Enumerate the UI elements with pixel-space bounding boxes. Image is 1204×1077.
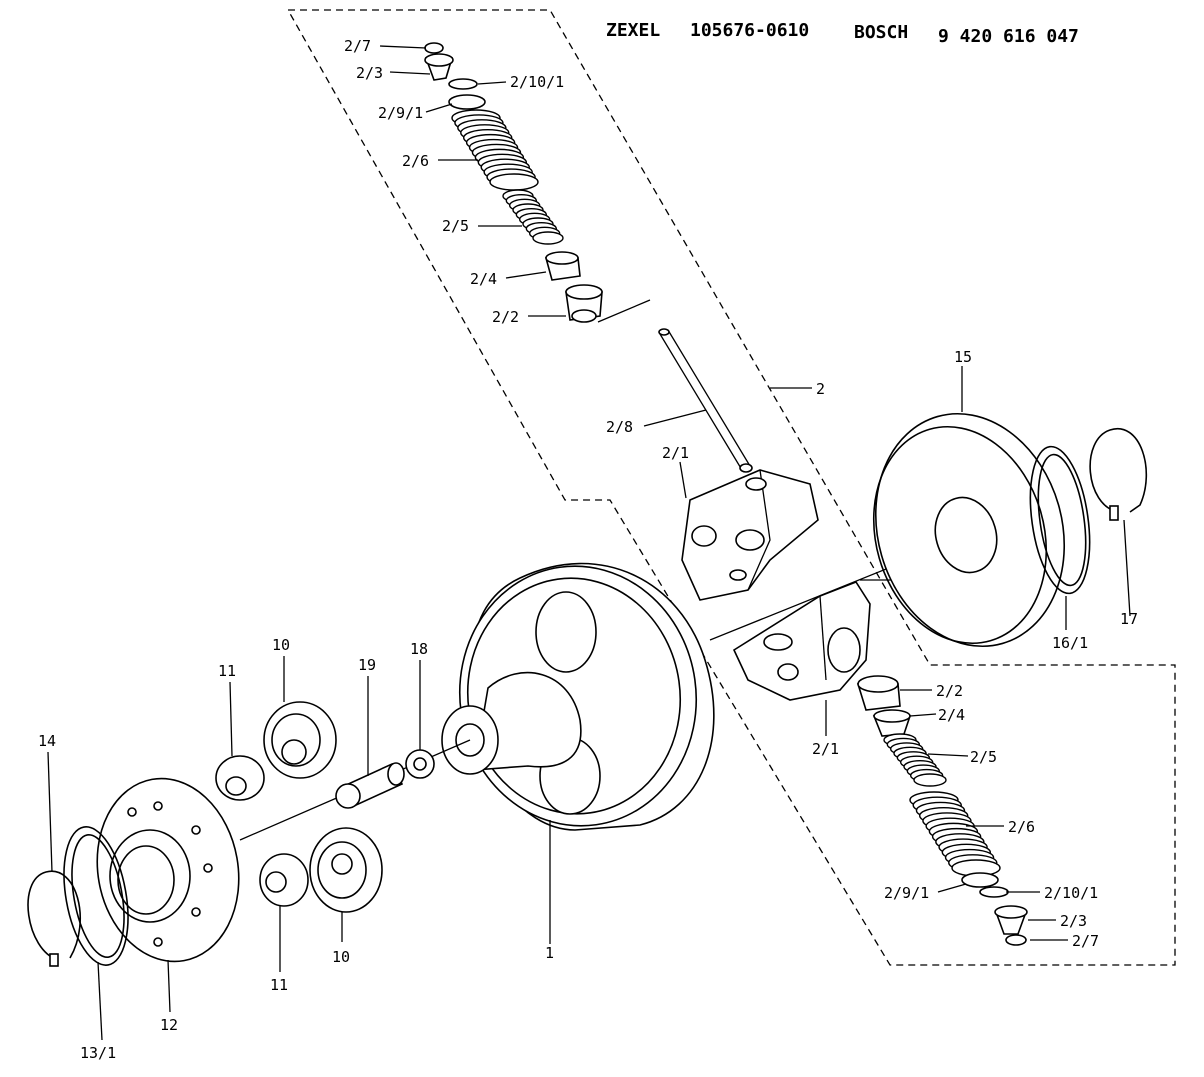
part-11-lower-bushing	[259, 853, 309, 907]
header-part-number-zexel: 105676-0610	[690, 20, 809, 41]
callout-2-2-lower: 2/2	[936, 682, 963, 700]
part-15-disc	[872, 412, 1066, 648]
leader-lines	[47, 45, 1131, 1041]
spring-coil	[532, 231, 564, 245]
part-16-1-ring	[1029, 445, 1091, 595]
upper-valve-stack	[424, 42, 603, 323]
part-2-4-upper-rim	[545, 251, 579, 265]
callout-2: 2	[816, 380, 825, 398]
part-2-4-lower-rim	[873, 709, 911, 723]
callout-2-4-upper: 2/4	[470, 270, 497, 288]
callout-2-4-lower: 2/4	[938, 706, 965, 724]
part-2-5-upper-spring	[502, 189, 564, 245]
part-2-7-upper	[424, 42, 444, 54]
callout-17: 17	[1120, 610, 1138, 628]
part-10-upper-bushing	[263, 701, 337, 779]
callout-11-upper: 11	[218, 662, 236, 680]
callout-10-lower: 10	[332, 948, 350, 966]
part-2-2-upper-bore	[571, 309, 597, 323]
callout-13-1: 13/1	[80, 1044, 116, 1062]
callout-14: 14	[38, 732, 56, 750]
callout-10-upper: 10	[272, 636, 290, 654]
part-11-upper-bushing	[215, 755, 265, 801]
callout-11-lower: 11	[270, 976, 288, 994]
part-14-circlip	[27, 870, 82, 961]
part-2-9-1-upper	[448, 94, 486, 110]
header-brand-bosch: BOSCH	[854, 22, 908, 43]
callout-2-9-1-lower: 2/9/1	[884, 884, 929, 902]
callout-2-6-upper: 2/6	[402, 152, 429, 170]
part-2-5-lower-spring	[883, 733, 947, 787]
part-13-1-ring-inner	[71, 833, 125, 959]
callout-19: 19	[358, 656, 376, 674]
callout-18: 18	[410, 640, 428, 658]
part-12-flange	[96, 777, 240, 963]
part-10-lower-bushing	[309, 827, 383, 913]
assembly-2-group-outline	[286, 9, 1176, 966]
part-2-2-upper-rim	[565, 284, 603, 300]
header-brand-zexel: ZEXEL	[606, 20, 660, 41]
callout-12: 12	[160, 1016, 178, 1034]
part-17-circlip	[1089, 427, 1148, 513]
part-2-2-lower-rim	[857, 675, 899, 693]
callout-2-7-upper: 2/7	[344, 37, 371, 55]
part-2-6-lower-spring	[909, 791, 1001, 877]
part-16-1-ring-inner	[1037, 453, 1087, 587]
callout-2-2-upper: 2/2	[492, 308, 519, 326]
callout-2-6-lower: 2/6	[1008, 818, 1035, 836]
callout-2-10-1-lower: 2/10/1	[1044, 884, 1098, 902]
header-part-number-bosch: 9 420 616 047	[938, 26, 1079, 47]
callout-2-8: 2/8	[606, 418, 633, 436]
callout-2-5-upper: 2/5	[442, 217, 469, 235]
part-2-8-pushrod	[658, 328, 753, 473]
callout-2-3-lower: 2/3	[1060, 912, 1087, 930]
centerline-upper	[597, 299, 651, 323]
part-2-1-upper-block	[681, 469, 819, 601]
callout-2-10-1-upper: 2/10/1	[510, 73, 564, 91]
spring-coil	[489, 173, 539, 191]
callout-2-5-lower: 2/5	[970, 748, 997, 766]
part-2-10-1-lower	[979, 886, 1009, 898]
callout-2-1-lower: 2/1	[812, 740, 839, 758]
callout-2-3-upper: 2/3	[356, 64, 383, 82]
part-19-sleeve	[335, 762, 405, 809]
part-1-drum	[441, 562, 715, 831]
part-17-circlip-lug	[1109, 505, 1119, 521]
part-18-washer-hole	[413, 757, 427, 771]
callout-2-9-1-upper: 2/9/1	[378, 104, 423, 122]
part-2-7-lower	[1005, 934, 1027, 946]
spring-coil	[913, 773, 947, 787]
part-14-circlip-lug	[49, 953, 59, 967]
callout-16-1: 16/1	[1052, 634, 1088, 652]
part-2-9-1-lower	[961, 872, 999, 888]
part-2-1-lower-block	[732, 581, 871, 701]
part-2-3-upper-rim	[424, 53, 454, 67]
callout-1: 1	[545, 944, 554, 962]
lower-valve-stack	[856, 675, 1028, 946]
part-2-6-upper-spring	[451, 109, 539, 191]
callout-2-7-lower: 2/7	[1072, 932, 1099, 950]
part-2-3-lower-rim	[994, 905, 1028, 919]
callout-2-1-upper: 2/1	[662, 444, 689, 462]
part-2-10-1-upper	[448, 78, 478, 90]
part-13-1-ring	[63, 826, 129, 966]
callout-15: 15	[954, 348, 972, 366]
